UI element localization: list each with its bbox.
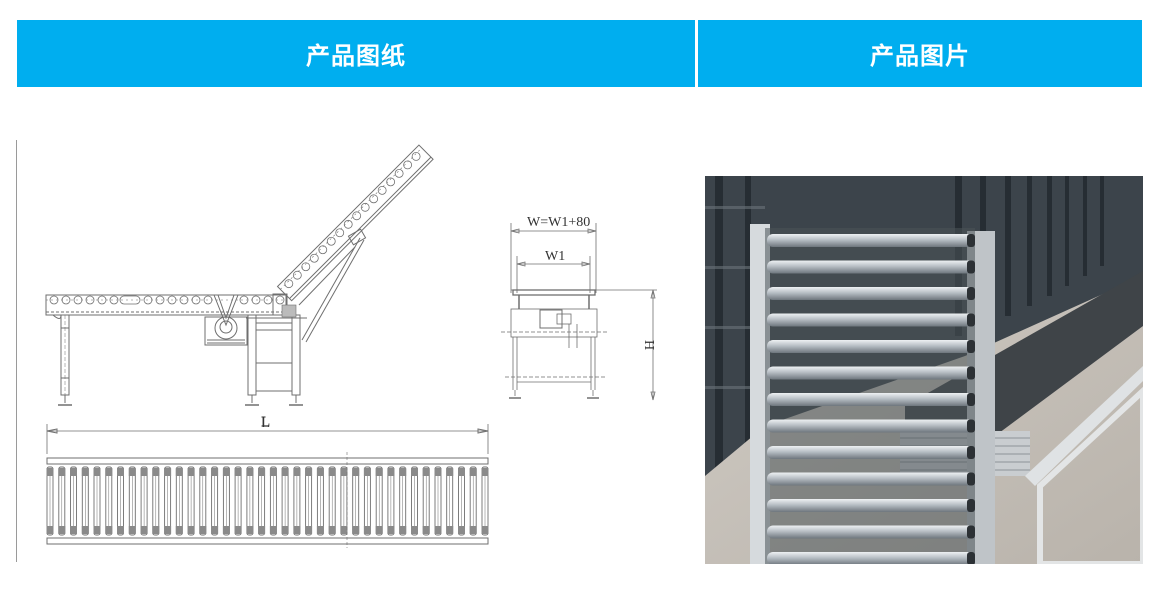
- plan-roller: [70, 466, 77, 536]
- end-view: [501, 223, 657, 401]
- plan-roller: [469, 466, 477, 536]
- plan-view: [46, 424, 489, 548]
- plan-roller: [269, 466, 277, 536]
- plan-roller: [340, 466, 348, 536]
- plan-roller: [152, 466, 160, 536]
- product-drawing: L: [17, 120, 667, 570]
- side-view: [45, 144, 434, 406]
- plan-roller: [481, 466, 489, 536]
- plan-roller: [293, 466, 301, 536]
- end-view-total-width-label: W=W1+80: [527, 215, 590, 230]
- plan-roller: [328, 466, 336, 536]
- plan-view-length-label: L: [261, 415, 270, 431]
- plan-roller: [140, 466, 148, 536]
- tab-product-photo-label: 产品图片: [870, 42, 970, 70]
- plan-roller: [234, 466, 242, 536]
- plan-roller: [399, 466, 407, 536]
- plan-roller: [117, 466, 124, 536]
- plan-roller: [187, 466, 195, 536]
- plan-roller: [128, 466, 136, 536]
- drawing-border-line: [16, 140, 17, 562]
- plan-roller: [411, 466, 418, 536]
- plan-roller: [164, 466, 172, 536]
- plan-roller: [105, 466, 113, 536]
- plan-roller: [258, 466, 266, 536]
- plan-roller: [281, 466, 289, 536]
- plan-roller: [175, 466, 183, 536]
- plan-roller: [81, 466, 89, 536]
- plan-roller: [58, 466, 66, 536]
- end-view-height-label: H: [641, 340, 656, 350]
- plan-roller: [305, 466, 313, 536]
- plan-roller: [199, 466, 207, 536]
- plan-roller: [363, 466, 371, 536]
- plan-roller: [211, 466, 219, 536]
- plan-roller: [46, 466, 54, 536]
- plan-roller: [387, 466, 395, 536]
- plan-roller: [375, 466, 383, 536]
- plan-roller: [246, 466, 254, 536]
- plan-roller: [352, 466, 360, 536]
- tab-product-drawing[interactable]: 产品图纸: [17, 20, 695, 87]
- plan-roller: [422, 466, 430, 536]
- plan-roller: [222, 466, 230, 536]
- plan-roller: [458, 466, 465, 536]
- tab-product-drawing-label: 产品图纸: [306, 42, 406, 70]
- tab-product-photo[interactable]: 产品图片: [698, 20, 1142, 87]
- side-view-length-label: L: [261, 414, 270, 430]
- plan-roller: [316, 466, 324, 536]
- product-photo: [705, 176, 1143, 564]
- plan-roller: [93, 466, 101, 536]
- plan-roller: [446, 466, 454, 536]
- plan-roller: [434, 466, 442, 536]
- end-view-inner-width-label: W1: [545, 249, 565, 264]
